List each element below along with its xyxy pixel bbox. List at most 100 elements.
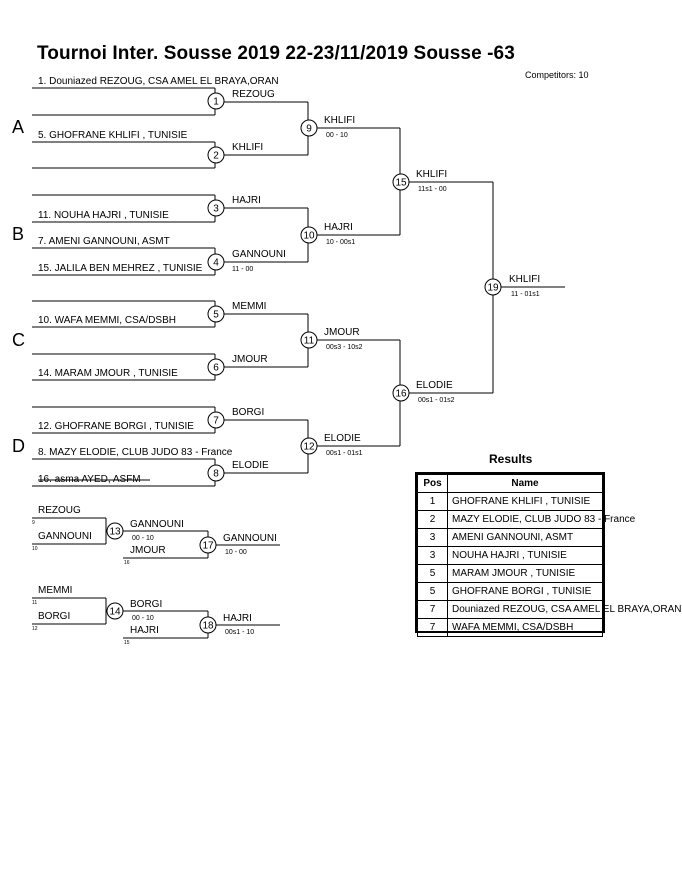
match-number: 3 [213, 204, 219, 215]
match-number-circle [207, 411, 225, 429]
repechage-entry: JMOUR [130, 545, 166, 556]
match-number: 2 [213, 151, 219, 162]
results-name: GHOFRANE KHLIFI , TUNISIE [447, 492, 603, 511]
results-pos: 7 [417, 618, 448, 637]
results-name: MARAM JMOUR , TUNISIE [447, 564, 603, 583]
match-number: 15 [395, 178, 407, 189]
match-number-circle [207, 253, 225, 271]
repechage-seed-number: 11 [32, 600, 37, 606]
competitor-entry: 16. asma AYED, ASFM [38, 474, 141, 485]
results-header-name: Name [447, 474, 603, 493]
results-name: Douniazed REZOUG, CSA AMEL EL BRAYA,ORAN [447, 600, 682, 619]
results-name: WAFA MEMMI, CSA/DSBH [447, 618, 603, 637]
pool-label-a: A [12, 117, 24, 137]
match-number: 11 [304, 336, 315, 347]
repechage-entry: MEMMI [38, 585, 72, 596]
round1-winner: REZOUG [232, 89, 275, 100]
results-pos: 5 [417, 582, 448, 601]
round1-winner: HAJRI [232, 195, 261, 206]
match-number: 16 [395, 389, 407, 400]
pool-label-d: D [12, 436, 25, 456]
semifinal-score: 11s1 - 00 [418, 186, 447, 193]
repechage-winner: HAJRI [223, 613, 252, 624]
match-number: 10 [303, 231, 315, 242]
pool-label-c: C [12, 330, 25, 350]
bracket-lines [32, 87, 565, 639]
repechage-entry: HAJRI [130, 625, 159, 636]
round2-winner: KHLIFI [324, 115, 355, 126]
match-number: 19 [487, 283, 499, 294]
results-pos: 5 [417, 564, 448, 583]
match-number-circle [392, 173, 410, 191]
match-number-circle [392, 384, 410, 402]
competitor-entry: 11. NOUHA HAJRI , TUNISIE [38, 210, 169, 221]
results-header-pos: Pos [417, 474, 448, 493]
match-number: 14 [109, 607, 121, 618]
match-number: 6 [213, 363, 219, 374]
match-number-circle [207, 199, 225, 217]
competitor-entry: 15. JALILA BEN MEHREZ , TUNISIE [38, 263, 203, 274]
match-number-circle [207, 305, 225, 323]
repechage-entry: GANNOUNI [38, 531, 92, 542]
results-name: NOUHA HAJRI , TUNISIE [447, 546, 603, 565]
repechage-entry: REZOUG [38, 505, 81, 516]
match-number: 1 [213, 97, 219, 108]
round1-winner: JMOUR [232, 354, 268, 365]
match-number: 12 [303, 442, 315, 453]
match-number-circle [484, 278, 502, 296]
match-number-circle [199, 536, 217, 554]
round1-winner: KHLIFI [232, 142, 263, 153]
round2-score: 00s1 - 01s1 [326, 450, 363, 457]
repechage-seed-number: 16 [124, 560, 130, 566]
results-pos: 2 [417, 510, 448, 529]
match-number-circle [106, 602, 124, 620]
match-number: 18 [202, 621, 214, 632]
repechage-seed-number: 15 [124, 640, 130, 646]
results-header-row: Pos Name [417, 474, 603, 493]
semifinal-winner: KHLIFI [416, 169, 447, 180]
match-number-circle [207, 146, 225, 164]
match-number-circle [300, 119, 318, 137]
final-score: 11 - 01s1 [511, 291, 540, 298]
results-name: GHOFRANE BORGI , TUNISIE [447, 582, 603, 601]
competitor-entry: 5. GHOFRANE KHLIFI , TUNISIE [38, 130, 188, 141]
semifinal-score: 00s1 - 01s2 [418, 397, 455, 404]
match-number-circle [207, 464, 225, 482]
page-title: Tournoi Inter. Sousse 2019 22-23/11/2019… [37, 43, 515, 64]
round2-winner: ELODIE [324, 433, 361, 444]
round2-score: 00 - 10 [326, 132, 348, 139]
repechage-seed-number: 9 [32, 520, 35, 526]
competitor-entry: 10. WAFA MEMMI, CSA/DSBH [38, 315, 176, 326]
match-number: 17 [202, 541, 214, 552]
match-number-circle [207, 92, 225, 110]
round1-winner: BORGI [232, 407, 264, 418]
results-name: AMENI GANNOUNI, ASMT [447, 528, 603, 547]
final-winner: KHLIFI [509, 274, 540, 285]
results-pos: 3 [417, 546, 448, 565]
repechage-entry: BORGI [38, 611, 70, 622]
results-name: MAZY ELODIE, CLUB JUDO 83 - France [447, 510, 635, 529]
repechage-score: 00 - 10 [132, 615, 154, 622]
match-number: 9 [306, 124, 312, 135]
pool-label-b: B [12, 224, 24, 244]
round2-score: 10 - 00s1 [326, 239, 355, 246]
match-number-circle [199, 616, 217, 634]
competitor-entry: 14. MARAM JMOUR , TUNISIE [38, 368, 178, 379]
repechage-score: 10 - 00 [225, 549, 247, 556]
round2-score: 00s3 - 10s2 [326, 344, 363, 351]
competitor-entry: 12. GHOFRANE BORGI , TUNISIE [38, 421, 194, 432]
round2-winner: JMOUR [324, 327, 360, 338]
round2-winner: HAJRI [324, 222, 353, 233]
repechage-seed-number: 12 [32, 626, 38, 632]
semifinal-winner: ELODIE [416, 380, 453, 391]
match-number-circle [106, 522, 124, 540]
repechage-seed-number: 10 [32, 546, 38, 552]
repechage-winner: BORGI [130, 599, 162, 610]
match-number: 7 [213, 416, 219, 427]
